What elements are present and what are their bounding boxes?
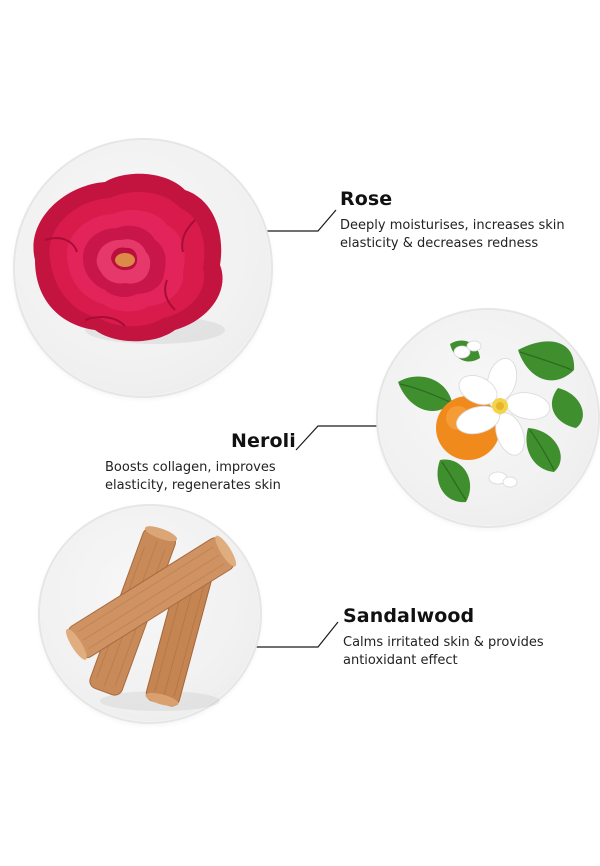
- rose-title: Rose: [340, 188, 393, 210]
- neroli-disc: [376, 308, 600, 528]
- neroli-title: Neroli: [231, 430, 296, 452]
- sandalwood-label: Sandalwood Calms irritated skin & provid…: [343, 605, 593, 670]
- sandalwood-sticks-icon: [65, 526, 237, 711]
- sandalwood-title: Sandalwood: [343, 605, 475, 627]
- rose-disc: [13, 138, 273, 398]
- rose-icon: [33, 173, 225, 344]
- rose-description: Deeply moisturises, increases skin elast…: [340, 218, 565, 251]
- neroli-blossom-icon: [398, 340, 583, 503]
- neroli-label: Neroli Boosts collagen, improves elastic…: [105, 430, 335, 495]
- sandalwood-description: Calms irritated skin & provides antioxid…: [343, 635, 544, 668]
- neroli-description: Boosts collagen, improves elasticity, re…: [105, 460, 281, 493]
- rose-label: Rose Deeply moisturises, increases skin …: [340, 188, 590, 253]
- sandalwood-disc: [38, 504, 262, 724]
